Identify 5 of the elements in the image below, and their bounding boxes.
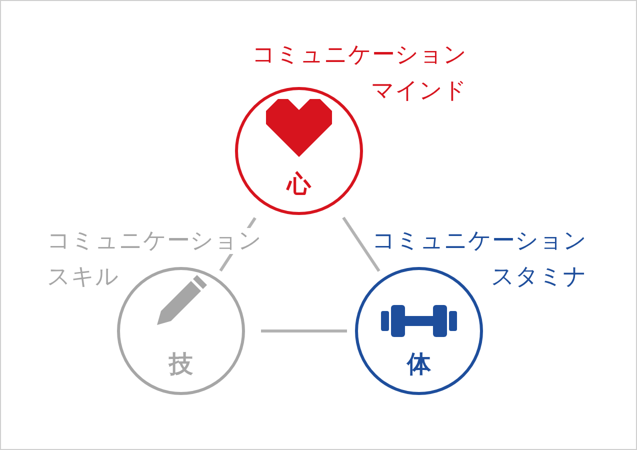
kanji-label: 心 — [285, 169, 312, 199]
kanji-label: 技 — [168, 349, 194, 379]
connector-line — [261, 330, 347, 332]
connector-line — [342, 216, 380, 272]
kanji-label: 体 — [406, 349, 432, 379]
